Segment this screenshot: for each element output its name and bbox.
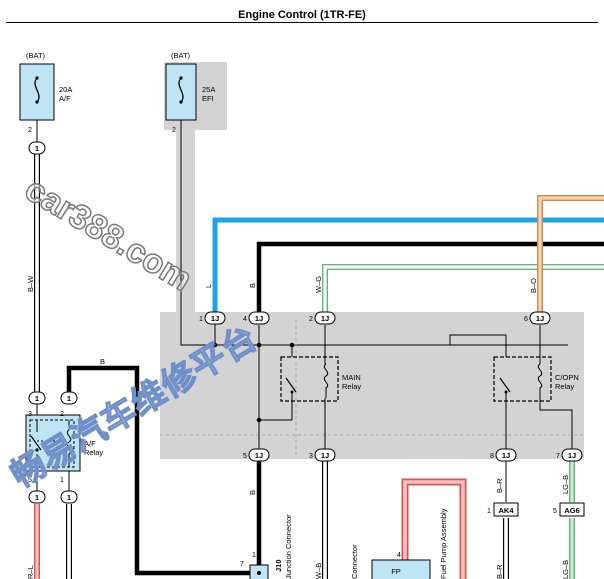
fuse-efi xyxy=(165,63,197,121)
title-rule xyxy=(6,22,598,23)
pin-number: 2 xyxy=(28,127,32,134)
wire-bo xyxy=(537,195,604,312)
connector-boxes xyxy=(493,502,585,517)
pin-number: 7 xyxy=(556,453,560,460)
connector-ovals xyxy=(28,141,583,504)
wire-b-top xyxy=(256,241,604,312)
fuse-name: EFI xyxy=(202,94,214,103)
pin-number: 4 xyxy=(397,552,401,559)
pin-number: 8 xyxy=(490,453,494,460)
page-title: Engine Control (1TR-FE) xyxy=(238,9,366,21)
conn-label: 1 xyxy=(35,394,39,403)
fuel-pump-box xyxy=(371,559,431,579)
wire-label: B xyxy=(248,490,257,495)
fuse-af xyxy=(19,63,55,121)
wire-label: L xyxy=(204,284,213,288)
wire-label: R–L xyxy=(26,565,35,579)
wire-label: B–W xyxy=(26,275,35,292)
pin-number: 5 xyxy=(28,477,32,484)
conn-label: 1J xyxy=(536,314,544,323)
wire-label: B–R xyxy=(495,564,504,579)
pin-number: 1 xyxy=(199,316,203,323)
copn-relay xyxy=(493,356,552,402)
component-label: Fuel Pump Assembly xyxy=(439,508,448,579)
fuse-source: (BAT) xyxy=(171,51,191,60)
pin-number: 2 xyxy=(60,411,64,418)
pin-number: 3 xyxy=(309,453,313,460)
conn-label: 1J xyxy=(211,314,219,323)
conn-label: 1 xyxy=(67,394,71,403)
wire-label: LG–B xyxy=(561,475,570,494)
pin-number: 1 xyxy=(60,477,64,484)
conn-label: 1J xyxy=(321,451,329,460)
relay-type: Relay xyxy=(84,448,103,457)
pin-number: 6 xyxy=(524,316,528,323)
relay-type: Relay xyxy=(555,382,574,391)
wire-label: B–R xyxy=(495,478,504,493)
main-relay xyxy=(280,356,339,420)
pin-number: 2 xyxy=(172,127,176,134)
wire-b-relay xyxy=(66,365,252,576)
fuse-name: A/F xyxy=(59,94,71,103)
junction-number: J10 xyxy=(274,559,283,572)
wire-label: B xyxy=(248,283,257,288)
pin-number: 5 xyxy=(243,453,247,460)
conn-label: 1J xyxy=(255,314,263,323)
conn-label: 1J xyxy=(568,451,576,460)
pin-number: 1 xyxy=(252,552,256,559)
wire-label: B–O xyxy=(529,278,538,293)
wire-label: LG–B xyxy=(561,560,570,579)
conn-label: AK4 xyxy=(498,506,514,515)
component-label: Junction Connector xyxy=(284,514,293,579)
conn-label: 1 xyxy=(35,493,39,502)
pin-number: 2 xyxy=(309,316,313,323)
relay-type: Relay xyxy=(342,382,361,391)
conn-label: 1J xyxy=(321,314,329,323)
relay-name: MAIN xyxy=(342,373,361,382)
conn-label: 1J xyxy=(255,451,263,460)
conn-label: 1J xyxy=(502,451,510,460)
wire-label: B xyxy=(100,357,105,366)
pin-number: 7 xyxy=(240,561,244,568)
pin-number: 4 xyxy=(243,316,247,323)
wire-wg xyxy=(322,264,604,312)
wire-label: W–B xyxy=(314,563,323,579)
component-label: Connector xyxy=(350,544,359,579)
wire-l-blue xyxy=(212,217,604,312)
relay-name: C/OPN xyxy=(555,373,579,382)
pin-number: 3 xyxy=(28,411,32,418)
conn-label: AG6 xyxy=(564,506,579,515)
conn-label: 1 xyxy=(35,144,39,153)
conn-label: 1 xyxy=(67,493,71,502)
fuse-source: (BAT) xyxy=(26,51,46,60)
wire-label: W–G xyxy=(314,276,323,293)
fuse-rating: 25A xyxy=(202,85,215,94)
relay-name: A/F xyxy=(84,439,96,448)
wire-fp-red xyxy=(401,478,467,579)
fuse-rating: 20A xyxy=(59,85,72,94)
wire-efi xyxy=(180,120,568,346)
pin-number: 1 xyxy=(487,508,491,515)
pin-number: 5 xyxy=(553,508,557,515)
af-relay xyxy=(25,414,81,472)
fuel-pump-connector-label: FP xyxy=(391,567,401,576)
